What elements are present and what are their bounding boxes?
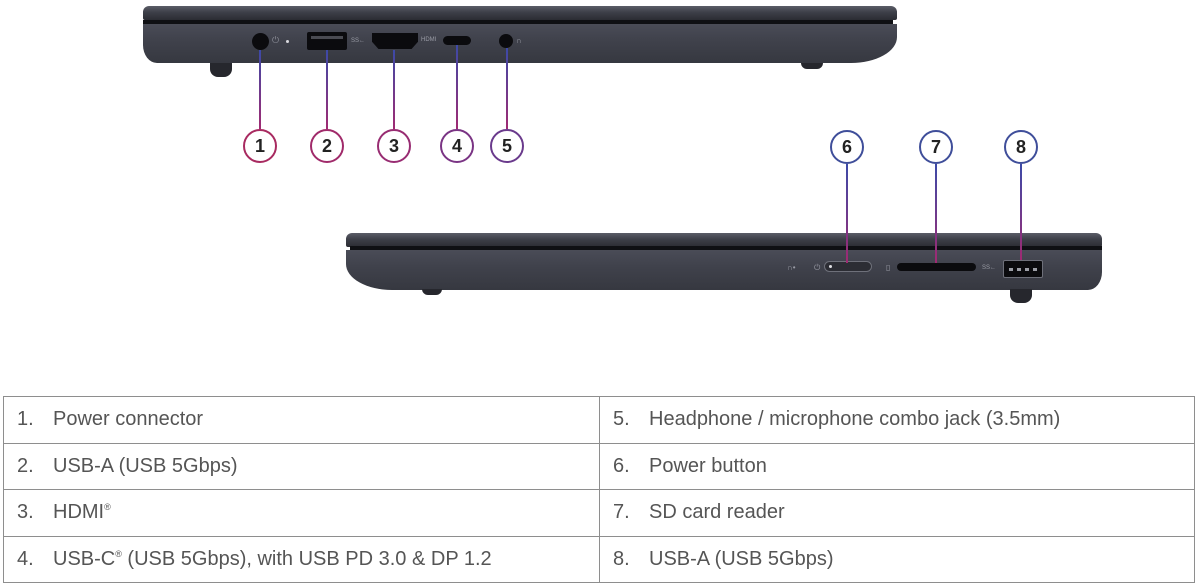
table-cell: 7. SD card reader	[599, 489, 1195, 537]
laptop-foot	[210, 63, 232, 77]
item-number: 2.	[17, 454, 34, 477]
callout-1: 1	[243, 129, 277, 163]
leader-line-4	[456, 45, 458, 129]
sd-card-slot	[897, 263, 976, 271]
table-cell: 1. Power connector	[3, 396, 600, 444]
item-number: 7.	[613, 501, 630, 524]
item-label: HDMI	[53, 501, 105, 524]
lid-gap	[350, 246, 1102, 250]
item-label-rest: (USB 5Gbps), with USB PD 3.0 & DP 1.2	[121, 547, 492, 570]
leader-line-3	[393, 50, 395, 129]
item-label: USB-A (USB 5Gbps)	[649, 547, 834, 570]
leader-line-6	[846, 164, 848, 263]
item-number: 5.	[613, 408, 630, 431]
callout-3: 3	[377, 129, 411, 163]
callout-4: 4	[440, 129, 474, 163]
table-row: 2. USB-A (USB 5Gbps) 6. Power button	[3, 442, 1195, 490]
item-number: 3.	[17, 501, 34, 524]
ports-legend-table: 1. Power connector 5. Headphone / micropho…	[3, 396, 1195, 583]
power-connector-port	[252, 33, 269, 50]
item-label: Power button	[649, 454, 767, 477]
laptop-foot	[1010, 289, 1032, 303]
hdmi-label: HDMI	[421, 37, 437, 43]
item-number: 6.	[613, 454, 630, 477]
laptop-lid	[143, 6, 897, 20]
laptop-lid	[346, 233, 1102, 247]
callout-6: 6	[830, 130, 864, 164]
usb-a-port	[1003, 260, 1043, 278]
laptop-base	[346, 250, 1102, 290]
headset-indicator-icon: ∩•	[787, 263, 796, 272]
table-row: 1. Power connector 5. Headphone / micropho…	[3, 396, 1195, 444]
power-icon: ⏻	[272, 35, 280, 45]
leader-line-2	[326, 50, 328, 129]
hdmi-port	[372, 33, 418, 49]
power-icon: ⏻	[814, 263, 821, 272]
laptop-foot	[422, 289, 442, 295]
table-row: 3. HDMI® 7. SD card reader	[3, 489, 1195, 537]
item-label: SD card reader	[649, 501, 785, 524]
power-button	[824, 261, 872, 272]
table-cell: 2. USB-A (USB 5Gbps)	[3, 442, 600, 490]
item-label: Headphone / microphone combo jack (3.5mm…	[649, 408, 1061, 431]
registered-mark: ®	[104, 502, 111, 513]
item-label: Power connector	[53, 408, 204, 431]
item-number: 1.	[17, 408, 34, 431]
registered-mark: ®	[115, 548, 122, 559]
usb-ss-logo: SS←	[351, 38, 366, 44]
table-cell: 5. Headphone / microphone combo jack (3.5…	[599, 396, 1195, 444]
table-cell: 4. USB-C® (USB 5Gbps), with USB PD 3.0 & …	[3, 535, 600, 583]
lid-gap	[143, 20, 893, 24]
laptop-foot	[801, 63, 823, 69]
sd-card-icon: ▯	[886, 263, 891, 272]
callout-2: 2	[310, 129, 344, 163]
usb-c-port	[443, 36, 471, 45]
callout-5: 5	[490, 129, 524, 163]
leader-line-7	[935, 164, 937, 263]
item-number: 8.	[613, 547, 630, 570]
leader-line-1	[259, 50, 261, 129]
callout-8: 8	[1004, 130, 1038, 164]
table-row: 4. USB-C® (USB 5Gbps), with USB PD 3.0 & …	[3, 535, 1195, 583]
table-cell: 3. HDMI®	[3, 489, 600, 537]
callout-7: 7	[919, 130, 953, 164]
table-cell: 8. USB-A (USB 5Gbps)	[599, 535, 1195, 583]
item-label: USB-C	[53, 547, 116, 570]
usb-ss-logo: SS←	[982, 265, 997, 271]
audio-jack-port	[499, 34, 513, 48]
table-cell: 6. Power button	[599, 442, 1195, 490]
headset-icon: ∩	[516, 36, 522, 45]
laptop-right-side-view	[346, 233, 1102, 303]
power-led	[286, 40, 289, 43]
item-label: USB-A (USB 5Gbps)	[53, 454, 238, 477]
leader-line-8	[1020, 164, 1022, 260]
leader-line-5	[506, 48, 508, 129]
usb-a-port	[307, 32, 347, 50]
item-number: 4.	[17, 547, 34, 570]
